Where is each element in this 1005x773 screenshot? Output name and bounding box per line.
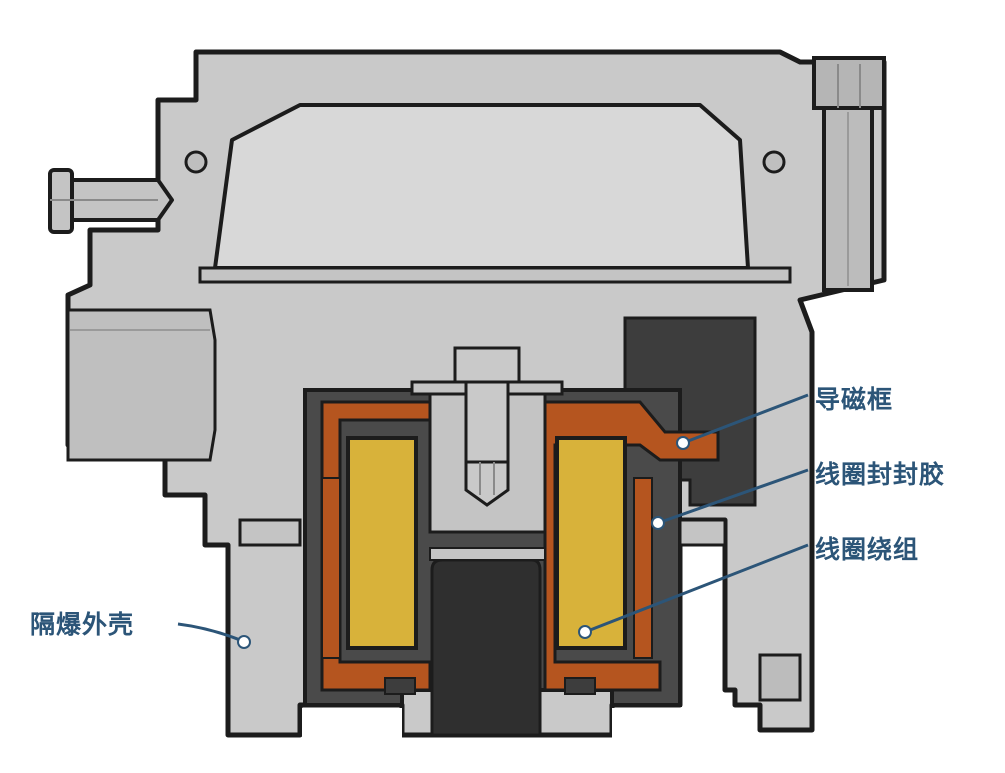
label-explosion-proof-housing: 隔爆外壳 <box>30 610 135 639</box>
leader-coil-sealant <box>657 468 809 525</box>
cavity-ledge <box>198 266 792 284</box>
right-shoulder <box>678 518 727 547</box>
left-boss <box>66 308 217 462</box>
left-shoulder <box>238 518 302 547</box>
right-coil-winding <box>555 436 627 650</box>
right-lug <box>758 653 802 702</box>
label-coil-winding: 线圈绕组 <box>815 535 920 564</box>
armature-core <box>430 558 542 737</box>
left-frame-bar <box>321 477 341 659</box>
left-dowel <box>184 150 208 174</box>
leader-coil-winding <box>584 543 809 634</box>
right-frame-notch <box>564 677 596 695</box>
leader-dots <box>237 436 690 649</box>
bottom-gap-left <box>302 708 402 738</box>
leader-magnetic-frame <box>682 393 809 445</box>
dot-housing <box>237 635 251 649</box>
label-coil-sealant: 线圈封封胶 <box>815 460 946 489</box>
right-dowel <box>762 150 786 174</box>
left-frame-notch <box>384 677 416 695</box>
top-cavity <box>213 103 750 270</box>
left-coil-winding <box>346 436 418 650</box>
dot-coil-winding <box>578 625 592 639</box>
right-magnetic-frame <box>543 400 720 692</box>
dot-coil-sealant <box>651 516 665 530</box>
leader-lines <box>177 393 809 642</box>
dot-magnetic-frame <box>676 436 690 450</box>
left-screw <box>48 168 174 234</box>
right-bolt <box>812 56 886 292</box>
right-frame-bar <box>633 477 653 659</box>
leader-housing <box>177 622 241 642</box>
label-magnetic-frame: 导磁框 <box>815 385 894 414</box>
core-gap <box>429 547 546 561</box>
plunger-stop <box>453 346 521 507</box>
bottom-gap-right <box>612 708 680 738</box>
